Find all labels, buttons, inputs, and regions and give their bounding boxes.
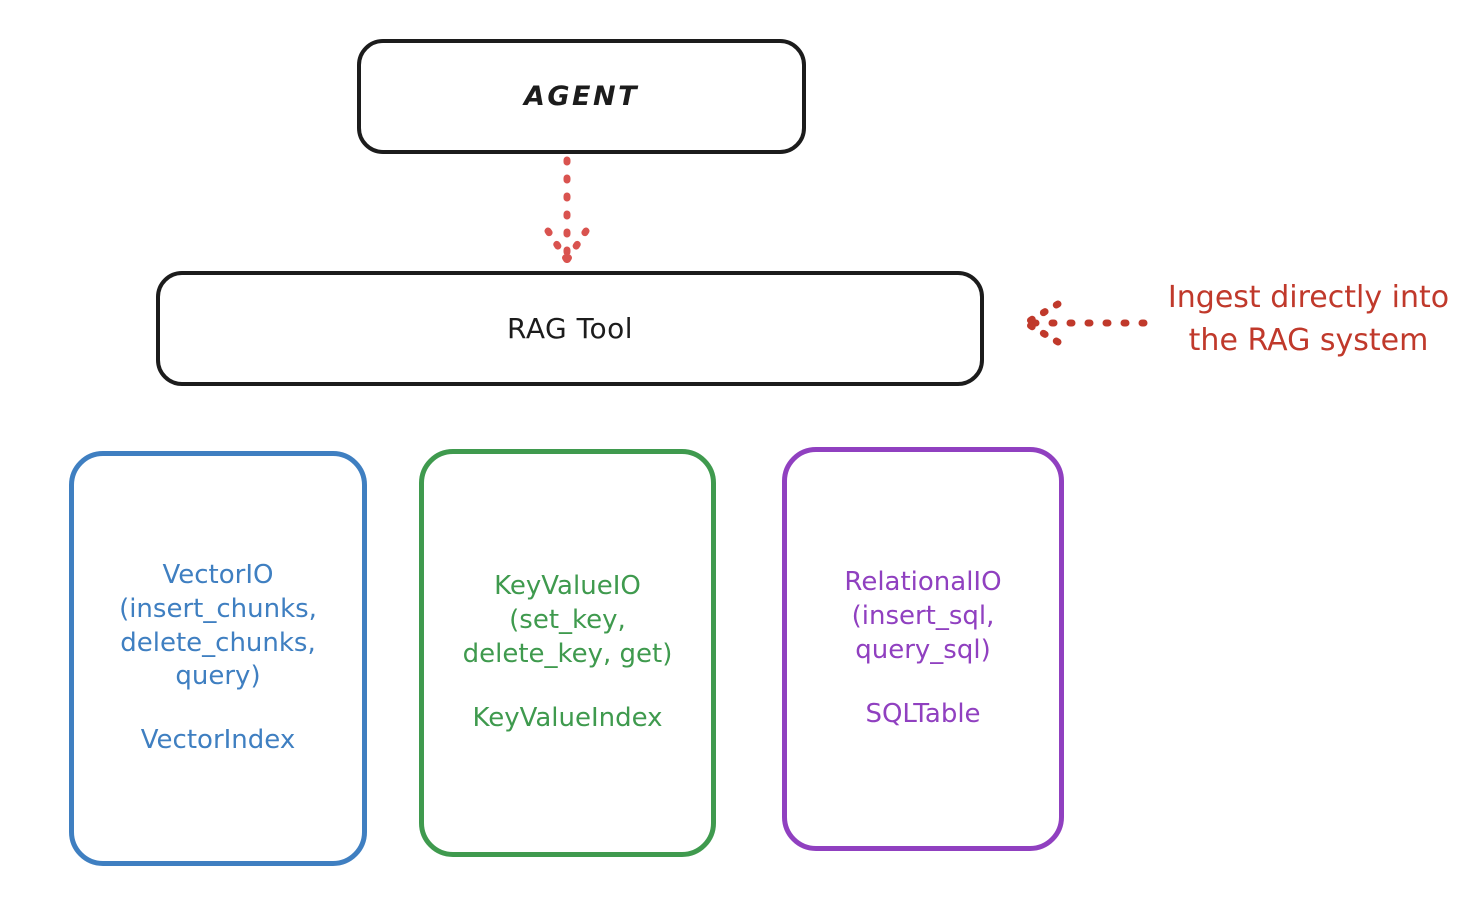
- agent-to-rag-dotted-arrow-icon: [544, 156, 590, 264]
- rag-tool-node[interactable]: RAG Tool: [156, 271, 984, 386]
- key-value-io-node[interactable]: KeyValueIO (set_key, delete_key, get) Ke…: [419, 449, 716, 857]
- vector-io-index-label: VectorIndex: [140, 725, 296, 756]
- agent-node-label: AGENT: [523, 81, 639, 112]
- ingest-to-rag-dotted-arrow-icon: [1022, 300, 1148, 346]
- key-value-io-title: KeyValueIO (set_key, delete_key, get): [462, 571, 673, 669]
- vector-io-node[interactable]: VectorIO (insert_chunks, delete_chunks, …: [69, 451, 367, 866]
- ingest-annotation-text: Ingest directly into the RAG system: [1167, 280, 1450, 358]
- agent-node[interactable]: AGENT: [357, 39, 806, 154]
- relational-io-node[interactable]: RelationalIO (insert_sql, query_sql) SQL…: [782, 447, 1064, 851]
- key-value-io-index-label: KeyValueIndex: [472, 702, 663, 733]
- vector-io-title: VectorIO (insert_chunks, delete_chunks, …: [119, 560, 317, 692]
- relational-io-title: RelationalIO (insert_sql, query_sql): [844, 567, 1002, 665]
- relational-io-index-label: SQLTable: [865, 698, 981, 729]
- rag-tool-node-label: RAG Tool: [507, 312, 633, 345]
